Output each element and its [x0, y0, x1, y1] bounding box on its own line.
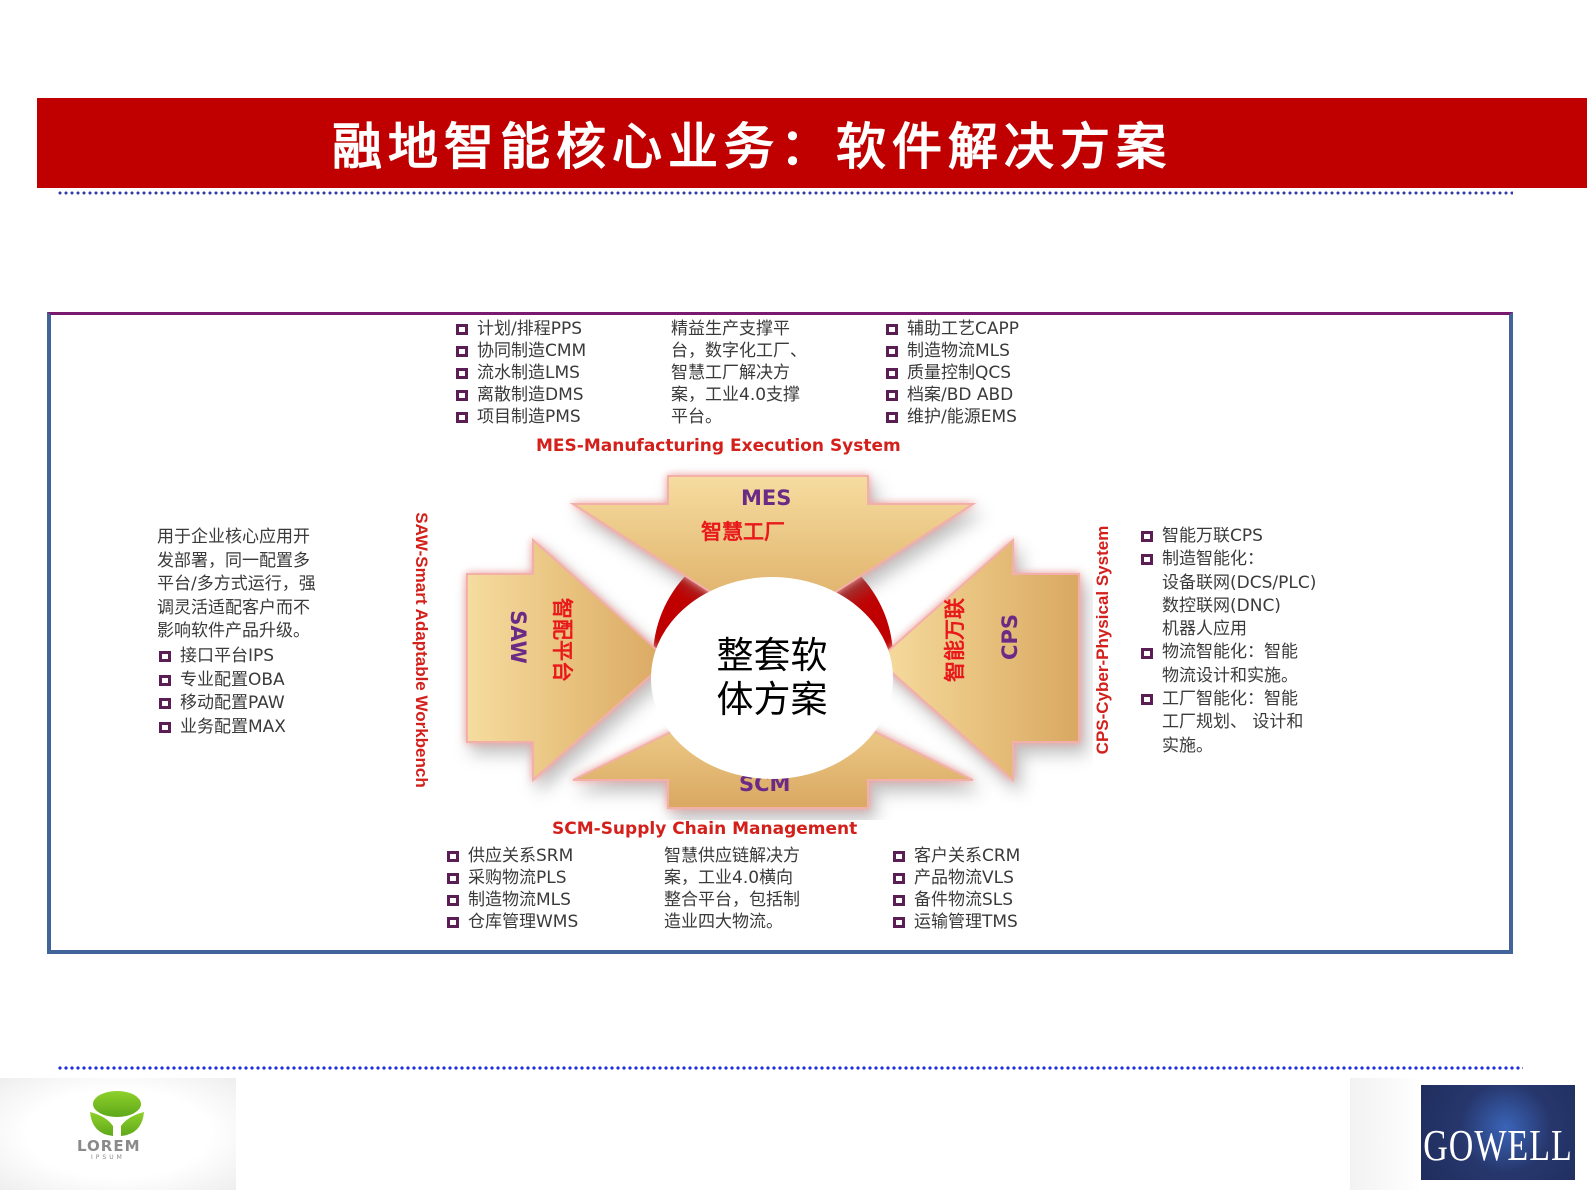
scm-description: 智慧供应链解决方 案，工业4.0横向 整合平台，包括制 造业四大物流。 — [664, 846, 800, 932]
list-item: 接口平台IPS — [159, 645, 286, 669]
list-item: 工厂智能化：智能 — [1141, 688, 1316, 711]
checkbox-square-icon — [159, 721, 171, 733]
cps-caption: CPS-Cyber-Physical System — [1093, 525, 1112, 755]
checkbox-square-icon — [456, 323, 468, 335]
checkbox-square-icon — [1141, 554, 1153, 566]
checkbox-square-icon — [456, 367, 468, 379]
bottom-dotted-divider — [57, 1066, 1523, 1070]
list-item: 制造智能化： — [1141, 548, 1316, 571]
saw-arrow-label: SAW — [505, 610, 530, 664]
scm-list-left: 供应关系SRM 采购物流PLS 制造物流MLS 仓库管理WMS — [447, 845, 578, 933]
scm-list-right: 客户关系CRM 产品物流VLS 备件物流SLS 运输管理TMS — [893, 845, 1020, 933]
list-item: 档案/BD ABD — [886, 384, 1019, 406]
saw-caption: SAW-Smart Adaptable Workbench — [412, 512, 431, 788]
checkbox-square-icon — [456, 411, 468, 423]
list-item: 客户关系CRM — [893, 845, 1020, 867]
checkbox-square-icon — [893, 872, 905, 884]
gowell-logo-text: GOWELL — [1423, 1122, 1573, 1171]
page-title: 融地智能核心业务：软件解决方案 — [332, 117, 1172, 176]
title-bar: 融地智能核心业务：软件解决方案 — [37, 98, 1587, 188]
list-item: 制造物流MLS — [447, 889, 578, 911]
center-label-line1: 整套软 — [716, 634, 828, 677]
checkbox-square-icon — [447, 872, 459, 884]
list-item: 供应关系SRM — [447, 845, 578, 867]
mes-caption: MES-Manufacturing Execution System — [536, 436, 901, 456]
center-label-line2: 体方案 — [716, 678, 828, 721]
leaf-logo-icon — [90, 1091, 144, 1136]
cps-list: 智能万联CPS 制造智能化： 设备联网(DCS/PLC) 数控联网(DNC) 机… — [1141, 525, 1316, 758]
cps-arrow-label: CPS — [997, 614, 1022, 660]
mes-list-left: 计划/排程PPS 协同制造CMM 流水制造LMS 离散制造DMS 项目制造PMS — [456, 318, 586, 428]
checkbox-square-icon — [886, 411, 898, 423]
list-item: 采购物流PLS — [447, 867, 578, 889]
mes-arrow — [569, 475, 977, 634]
checkbox-square-icon — [159, 651, 171, 663]
list-item: 计划/排程PPS — [456, 318, 586, 340]
list-item: 专业配置OBA — [159, 669, 286, 693]
list-item: 离散制造DMS — [456, 384, 586, 406]
checkbox-square-icon — [886, 323, 898, 335]
checkbox-square-icon — [159, 674, 171, 686]
checkbox-square-icon — [886, 367, 898, 379]
list-item: 移动配置PAW — [159, 692, 286, 716]
checkbox-square-icon — [1141, 647, 1153, 659]
checkbox-square-icon — [159, 698, 171, 710]
cps-arrow-sublabel: 智能万联 — [943, 598, 967, 682]
mes-arrow-sublabel: 智慧工厂 — [701, 520, 785, 544]
checkbox-square-icon — [456, 389, 468, 401]
logo-sub-text: IPSUM — [91, 1154, 125, 1161]
saw-arrow — [466, 537, 670, 783]
list-item: 运输管理TMS — [893, 911, 1020, 933]
center-circle: 整套软 体方案 — [651, 577, 893, 779]
list-item: 维护/能源EMS — [886, 406, 1019, 428]
list-item: 仓库管理WMS — [447, 911, 578, 933]
cps-arrow — [876, 537, 1080, 783]
checkbox-square-icon — [893, 916, 905, 928]
saw-arrow-sublabel: 智配平台 — [550, 598, 574, 682]
checkbox-square-icon — [886, 389, 898, 401]
checkbox-square-icon — [893, 850, 905, 862]
mes-arrow-label: MES — [741, 486, 792, 510]
list-item: 流水制造LMS — [456, 362, 586, 384]
list-item: 备件物流SLS — [893, 889, 1020, 911]
list-item: 协同制造CMM — [456, 340, 586, 362]
list-item: 辅助工艺CAPP — [886, 318, 1019, 340]
checkbox-square-icon — [456, 345, 468, 357]
scm-caption: SCM-Supply Chain Management — [552, 819, 858, 839]
checkbox-square-icon — [886, 345, 898, 357]
list-item: 物流智能化：智能 — [1141, 641, 1316, 664]
lorem-ipsum-logo: LOREM IPSUM — [0, 1078, 236, 1190]
list-item: 项目制造PMS — [456, 406, 586, 428]
gowell-logo: GOWELL — [1421, 1085, 1575, 1180]
checkbox-square-icon — [1141, 531, 1153, 543]
mes-list-right: 辅助工艺CAPP 制造物流MLS 质量控制QCS 档案/BD ABD 维护/能源… — [886, 318, 1019, 428]
saw-description: 用于企业核心应用开 发部署，同一配置多 平台/多方式运行，强 调灵活适配客户而不… — [157, 527, 316, 641]
saw-list: 接口平台IPS 专业配置OBA 移动配置PAW 业务配置MAX — [159, 645, 286, 739]
checkbox-square-icon — [1141, 694, 1153, 706]
list-item: 产品物流VLS — [893, 867, 1020, 889]
mes-description: 精益生产支撑平 台，数字化工厂、 智慧工厂解决方 案，工业4.0支撑 平台。 — [671, 319, 807, 427]
checkbox-square-icon — [447, 850, 459, 862]
checkbox-square-icon — [447, 916, 459, 928]
list-item: 制造物流MLS — [886, 340, 1019, 362]
top-dotted-divider — [57, 191, 1513, 195]
list-item: 质量控制QCS — [886, 362, 1019, 384]
checkbox-square-icon — [447, 894, 459, 906]
logo-main-text: LOREM — [77, 1137, 141, 1155]
list-item: 智能万联CPS — [1141, 525, 1316, 548]
checkbox-square-icon — [893, 894, 905, 906]
list-item: 业务配置MAX — [159, 716, 286, 740]
